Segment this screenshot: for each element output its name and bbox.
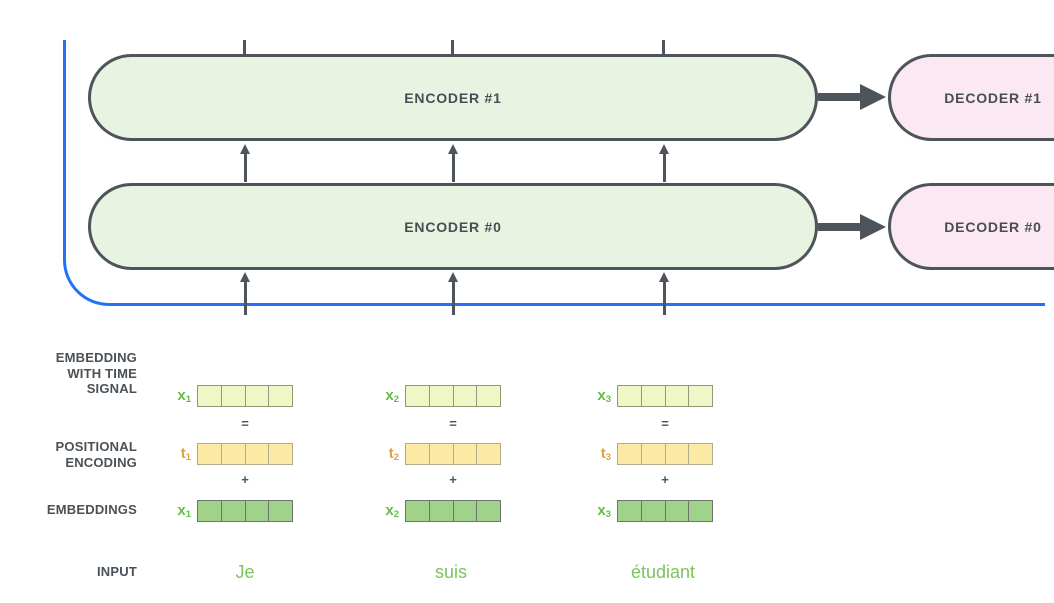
encoder-to-decoder-arrow — [818, 214, 886, 240]
up-arrow — [239, 272, 251, 315]
encoder-to-decoder-arrow — [818, 84, 886, 110]
vector-cell — [428, 385, 454, 407]
time-signal-vector-3 — [617, 385, 713, 407]
embedding-vector-label-1: x1 — [177, 502, 191, 520]
input-row-label: INPUT — [97, 564, 137, 579]
positional-vector-label-2: t2 — [388, 445, 399, 463]
vector-cell — [640, 500, 666, 522]
encoder-1-label: ENCODER #1 — [404, 89, 502, 106]
output-stub-line — [451, 40, 454, 56]
arrowhead-icon — [240, 144, 250, 154]
arrowhead-icon — [240, 272, 250, 282]
vector-cell — [452, 443, 478, 465]
vector-cell — [452, 385, 478, 407]
time-signal-vector-2 — [405, 385, 501, 407]
arrowhead-icon — [659, 272, 669, 282]
positional-vector-label-3: t3 — [600, 445, 611, 463]
vector-cell — [664, 385, 690, 407]
arrowhead-icon — [659, 144, 669, 154]
time-signal-row-label: EMBEDDING WITH TIME SIGNAL — [55, 350, 137, 396]
output-stub-line — [662, 40, 665, 56]
arrowhead-icon — [448, 144, 458, 154]
decoder-0-label: DECODER #0 — [944, 218, 1042, 235]
vector-cell — [452, 500, 478, 522]
positional-encoding-vector-1 — [197, 443, 293, 465]
vector-cell — [617, 500, 642, 522]
vector-cell — [405, 500, 430, 522]
embedding-vector-3 — [617, 500, 713, 522]
vector-cell — [197, 500, 222, 522]
equals-sign: = — [661, 416, 669, 431]
equals-sign: = — [241, 416, 249, 431]
up-arrow — [447, 144, 459, 182]
time-signal-vector-label-1: x1 — [177, 387, 191, 405]
vector-cell — [476, 385, 501, 407]
time-signal-vector-label-3: x3 — [597, 387, 611, 405]
up-arrow — [658, 272, 670, 315]
input-word: étudiant — [630, 562, 696, 582]
embedding-vector-label-3: x3 — [597, 502, 611, 520]
vector-cell — [220, 443, 246, 465]
positional-vector-label-1: t1 — [180, 445, 191, 463]
decoder-1-label: DECODER #1 — [944, 89, 1042, 106]
up-arrow — [447, 272, 459, 315]
vector-cell — [244, 385, 270, 407]
output-stub-line — [243, 40, 246, 56]
up-arrow — [239, 144, 251, 182]
vector-cell — [688, 385, 713, 407]
vector-cell — [428, 500, 454, 522]
vector-cell — [688, 443, 713, 465]
encoder-0-box: ENCODER #0 — [88, 183, 818, 270]
plus-sign: + — [661, 472, 669, 487]
vector-cell — [197, 443, 222, 465]
vector-cell — [268, 385, 293, 407]
plus-sign: + — [241, 472, 249, 487]
arrowhead-icon — [860, 84, 886, 110]
vector-cell — [405, 443, 430, 465]
vector-cell — [268, 500, 293, 522]
equals-sign: = — [449, 416, 457, 431]
arrowhead-icon — [448, 272, 458, 282]
vector-cell — [664, 443, 690, 465]
input-word: Je — [235, 562, 255, 582]
vector-cell — [476, 500, 501, 522]
positional-encoding-row-label: POSITIONAL ENCODING — [55, 439, 137, 470]
time-signal-vector-label-2: x2 — [385, 387, 399, 405]
decoder-1-box: DECODER #1 — [888, 54, 1054, 141]
encoder-0-label: ENCODER #0 — [404, 218, 502, 235]
positional-encoding-vector-3 — [617, 443, 713, 465]
vector-cell — [220, 385, 246, 407]
vector-cell — [405, 385, 430, 407]
vector-cell — [197, 385, 222, 407]
vector-cell — [640, 443, 666, 465]
vector-cell — [220, 500, 246, 522]
vector-cell — [268, 443, 293, 465]
plus-sign: + — [449, 472, 457, 487]
vector-cell — [688, 500, 713, 522]
encoder-1-box: ENCODER #1 — [88, 54, 818, 141]
vector-cell — [244, 443, 270, 465]
vector-cell — [664, 500, 690, 522]
input-flow-line — [63, 40, 1045, 306]
up-arrow — [658, 144, 670, 182]
vector-cell — [617, 443, 642, 465]
positional-encoding-vector-2 — [405, 443, 501, 465]
vector-cell — [640, 385, 666, 407]
arrowhead-icon — [860, 214, 886, 240]
input-word: suis — [434, 562, 467, 582]
embedding-vector-2 — [405, 500, 501, 522]
embedding-vector-label-2: x2 — [385, 502, 399, 520]
vector-cell — [476, 443, 501, 465]
decoder-0-box: DECODER #0 — [888, 183, 1054, 270]
vector-cell — [428, 443, 454, 465]
embedding-vector-1 — [197, 500, 293, 522]
embeddings-row-label: EMBEDDINGS — [46, 502, 137, 517]
vector-cell — [617, 385, 642, 407]
time-signal-vector-1 — [197, 385, 293, 407]
vector-cell — [244, 500, 270, 522]
